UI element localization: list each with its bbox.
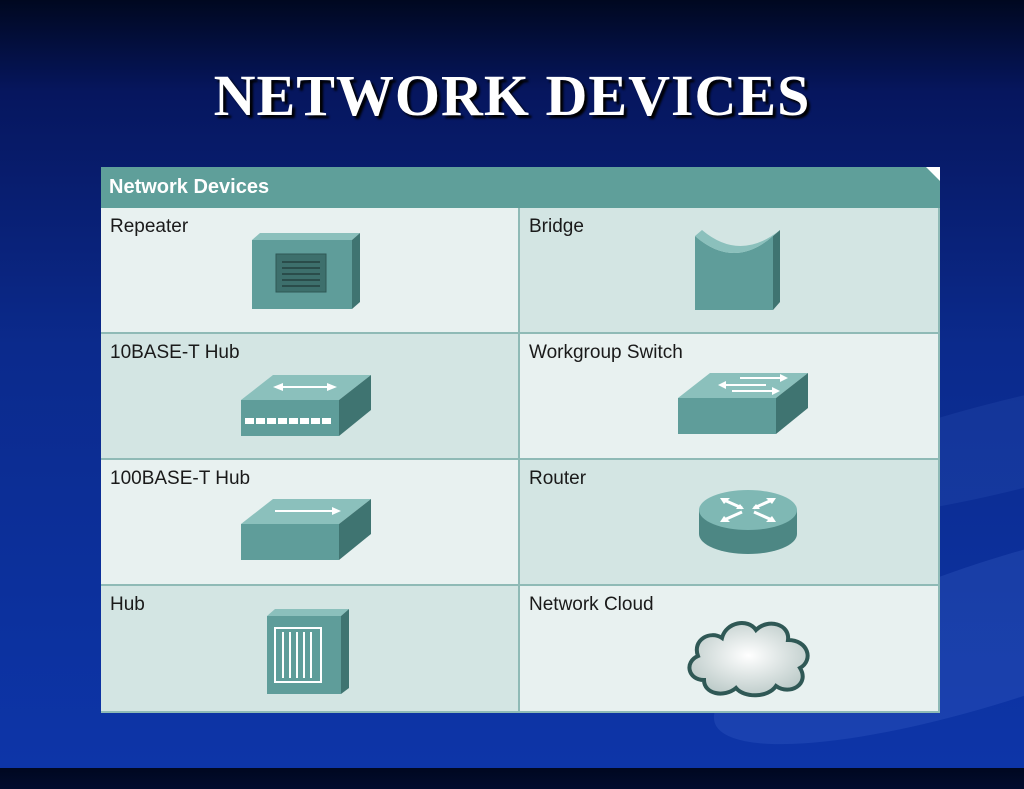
workgroup-switch-icon [678, 373, 808, 434]
repeater-icon [252, 233, 360, 309]
device-label: Workgroup Switch [529, 342, 683, 363]
device-label: 100BASE-T Hub [110, 468, 251, 489]
panel-header: Network Devices [101, 167, 940, 208]
100base-t-hub-icon [241, 499, 371, 560]
device-cell-100base-t-hub: 100BASE-T Hub [101, 460, 520, 586]
device-cell-workgroup-switch: Workgroup Switch [520, 334, 940, 460]
device-label: Repeater [110, 216, 189, 237]
device-label: 10BASE-T Hub [110, 342, 240, 363]
device-label: Bridge [529, 216, 584, 237]
device-label: Network Cloud [529, 594, 654, 615]
hub-icon [267, 609, 349, 694]
device-cell-network-cloud: Network Cloud [520, 586, 940, 713]
device-cell-bridge: Bridge [520, 208, 940, 334]
network-devices-panel: Network Devices Repeater Bridge [101, 167, 940, 713]
10base-t-hub-icon [241, 375, 371, 436]
device-cell-hub: Hub [101, 586, 520, 713]
router-icon [699, 490, 797, 554]
slide-title: NETWORK DEVICES [213, 63, 811, 128]
bridge-icon [695, 230, 780, 310]
header-corner [926, 167, 940, 181]
device-cell-router: Router [520, 460, 940, 586]
device-label: Hub [110, 594, 145, 615]
network-cloud-icon [687, 621, 810, 698]
panel-header-title: Network Devices [109, 176, 270, 198]
device-cell-10base-t-hub: 10BASE-T Hub [101, 334, 520, 460]
device-cell-repeater: Repeater [101, 208, 520, 334]
device-label: Router [529, 468, 587, 489]
device-grid: Repeater Bridge 10BA [101, 208, 940, 713]
